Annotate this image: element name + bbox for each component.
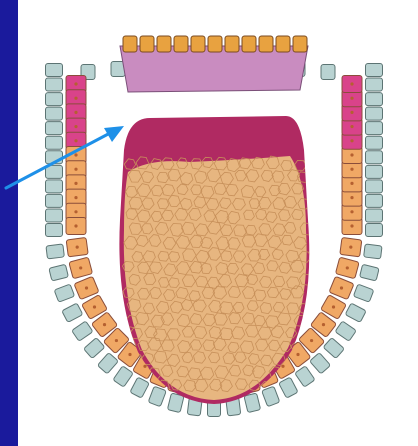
cell [46,194,63,207]
cell [148,386,166,407]
cell-nucleus [74,153,77,156]
cell-nucleus [74,182,77,185]
cell-nucleus [340,286,343,289]
cell [366,194,383,207]
cell-nucleus [350,97,353,100]
cell-nucleus [322,323,325,326]
cell [366,209,383,222]
top-cap-band [120,46,308,92]
cell-nucleus [74,97,77,100]
cell [366,136,383,149]
cell [364,244,382,259]
cell-nucleus [143,365,146,368]
cell-nucleus [128,353,131,356]
cell [113,366,133,387]
cell [279,377,298,398]
cell [46,78,63,91]
cell [335,321,356,341]
cell [225,36,239,52]
cell [97,353,118,374]
cell-nucleus [74,168,77,171]
cell-nucleus [310,339,313,342]
cell-nucleus [79,266,82,269]
cell-nucleus [74,139,77,142]
cell [366,224,383,237]
top-cap-cells [120,36,308,92]
cell-nucleus [74,196,77,199]
cell [323,338,344,359]
cell [46,244,64,259]
cell-nucleus [350,210,353,213]
cell-nucleus [350,153,353,156]
cell [45,122,62,135]
cell [366,180,383,193]
cell [174,36,188,52]
cell [345,303,366,322]
cell-nucleus [296,353,299,356]
cell [49,264,69,281]
cell [244,393,261,413]
cell [208,36,222,52]
cell [54,284,75,302]
cell-nucleus [350,111,353,114]
cell-nucleus [350,196,353,199]
cell [366,165,383,178]
pointer-arrow [6,126,124,188]
cell-nucleus [93,305,96,308]
cell [130,377,149,398]
cell [310,353,331,374]
cell [46,107,63,120]
cell [293,36,307,52]
cell [276,36,290,52]
cell-nucleus [281,365,284,368]
cell-nucleus [74,111,77,114]
cell [366,93,383,106]
cell [360,264,380,281]
cell [353,284,374,302]
cell-nucleus [350,125,353,128]
cell-nucleus [76,246,79,249]
cell-nucleus [349,246,352,249]
cell-nucleus [350,182,353,185]
cell-nucleus [74,210,77,213]
cell [62,303,83,322]
cell [366,122,383,135]
cell-nucleus [103,323,106,326]
cell [259,36,273,52]
cell [366,107,383,120]
cell [262,386,280,407]
cell [321,65,335,80]
cell [191,36,205,52]
cell [46,64,63,77]
cell-nucleus [85,286,88,289]
cell-nucleus [350,139,353,142]
cell [366,151,383,164]
cell-nucleus [332,305,335,308]
cell [295,366,315,387]
cell-nucleus [350,224,353,227]
cell [84,338,105,359]
cell [46,93,63,106]
cell [366,78,383,91]
cell [157,36,171,52]
cell [46,136,63,149]
cell [46,224,63,237]
cell-nucleus [74,224,77,227]
cell [46,180,63,193]
cell-nucleus [350,82,353,85]
cell [46,209,63,222]
cell-nucleus [74,125,77,128]
cell-nucleus [346,266,349,269]
cell [242,36,256,52]
cell-nucleus [115,339,118,342]
cell [123,36,137,52]
cell [140,36,154,52]
cell-nucleus [350,168,353,171]
cell [366,64,383,77]
cell [72,321,93,341]
cell-nucleus [74,82,77,85]
